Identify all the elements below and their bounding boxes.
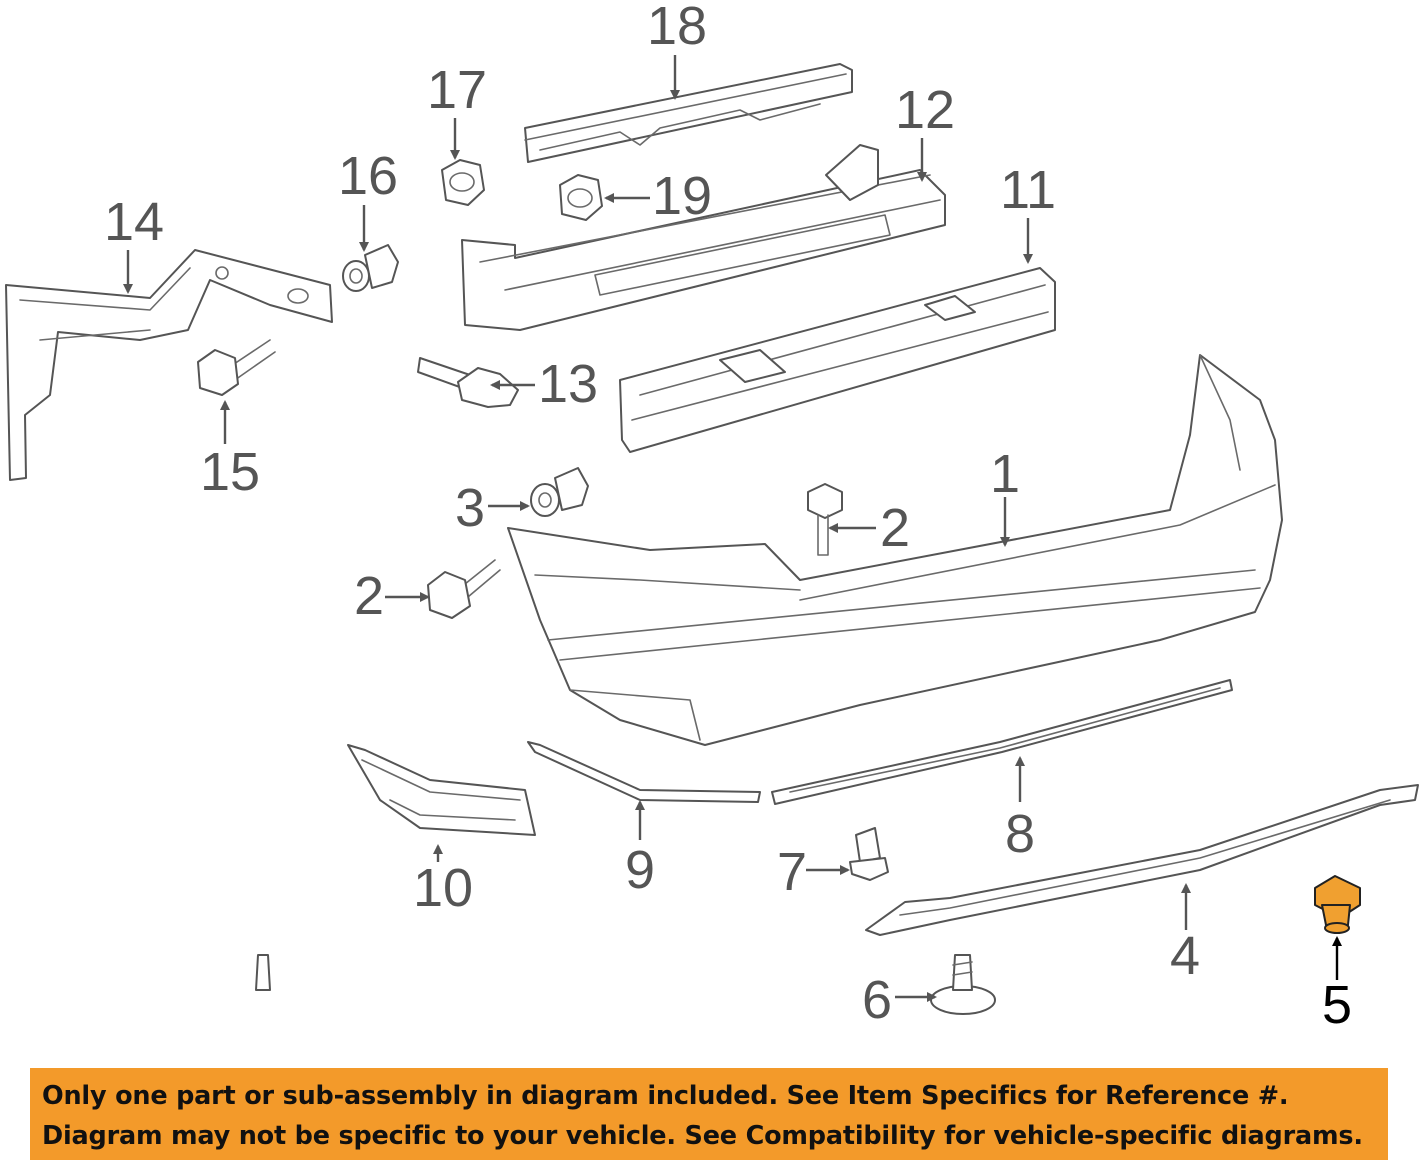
disclaimer-line-1: Only one part or sub-assembly in diagram… — [42, 1081, 1289, 1111]
callout-14: 14 — [104, 192, 164, 252]
part-4-diffuser — [865, 784, 1419, 936]
part-19-nut — [559, 174, 603, 221]
callout-5: 5 — [1322, 975, 1352, 1035]
part-16-clip — [342, 244, 399, 292]
callout-12: 12 — [895, 80, 955, 140]
part-14-side-bracket — [5, 249, 333, 481]
callout-19: 19 — [652, 166, 712, 226]
callout-2b: 2 — [354, 566, 384, 626]
callout-15: 15 — [200, 442, 260, 502]
part-11-absorber — [619, 267, 1056, 453]
disclaimer-line-2: Diagram may not be specific to your vehi… — [42, 1121, 1363, 1151]
part-2-bolt-lower — [427, 559, 501, 619]
callout-6: 6 — [862, 970, 892, 1030]
part-3-clip — [530, 467, 589, 517]
part-5-clip-nut-highlighted — [1314, 875, 1361, 934]
callout-3: 3 — [455, 478, 485, 538]
callout-7: 7 — [777, 842, 807, 902]
part-10-trim — [347, 744, 536, 836]
callouts: 18 17 19 12 11 16 14 15 13 1 2 3 2 10 9 … — [104, 0, 1352, 1035]
callout-13: 13 — [538, 354, 598, 414]
leader-lines — [123, 55, 1342, 1002]
callout-9: 9 — [625, 840, 655, 900]
part-8-molding — [771, 679, 1233, 805]
part-9-molding — [527, 741, 761, 803]
part-17-nut — [441, 159, 485, 206]
part-7-clip — [849, 827, 889, 881]
callout-16: 16 — [338, 146, 398, 206]
part-12-impact-bar — [461, 144, 946, 331]
part-2-bolt-upper — [807, 483, 843, 556]
callout-8: 8 — [1005, 804, 1035, 864]
disclaimer-banner: Only one part or sub-assembly in diagram… — [30, 1068, 1388, 1160]
callout-18: 18 — [647, 0, 707, 56]
part-1-bumper-cover — [507, 354, 1283, 746]
callout-1: 1 — [990, 444, 1020, 504]
callout-2a: 2 — [880, 498, 910, 558]
callout-10: 10 — [413, 858, 473, 918]
callout-4: 4 — [1170, 926, 1200, 986]
part-18-upper-bracket — [524, 63, 853, 163]
callout-11: 11 — [1000, 160, 1056, 220]
part-13-bolt — [417, 357, 519, 408]
callout-17: 17 — [427, 60, 487, 120]
part-6-bolt — [255, 954, 996, 1015]
part-15-bolt — [197, 339, 276, 396]
